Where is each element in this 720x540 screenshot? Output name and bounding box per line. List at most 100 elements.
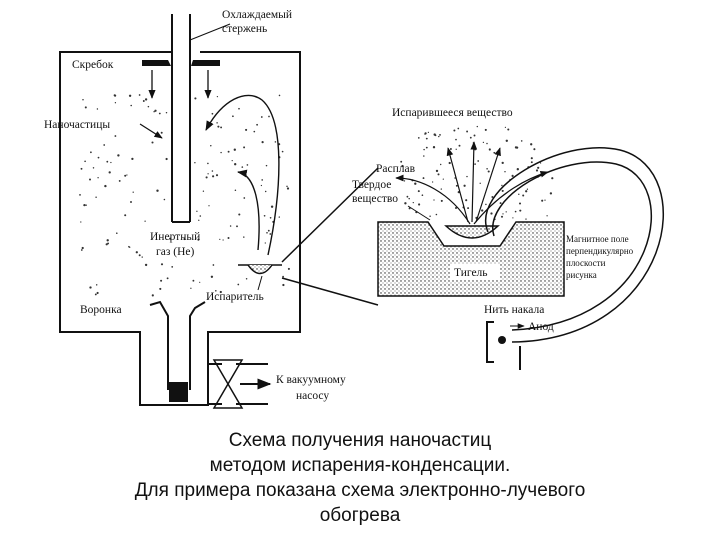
particle-dot — [194, 162, 196, 164]
particle-dot — [210, 145, 212, 147]
particle-dot — [106, 239, 109, 242]
particle-dot — [205, 176, 208, 179]
particle-dot — [418, 203, 421, 206]
evaporator-leader-line — [257, 275, 263, 291]
label-evaporated: Испарившееся вещество — [392, 107, 513, 119]
label-magnetic-field-2: перпендикулярно — [566, 246, 634, 256]
particle-dot — [196, 210, 198, 212]
particle-dot — [220, 126, 223, 129]
particle-dot — [219, 290, 222, 294]
particle-dot — [227, 150, 230, 153]
particle-dot — [502, 213, 504, 215]
particle-dot — [412, 201, 414, 204]
particle-dot — [165, 157, 168, 161]
particle-dot — [439, 134, 441, 136]
particle-dot — [264, 242, 266, 244]
particle-dot — [423, 155, 425, 157]
zoom-leader-lines — [281, 167, 379, 306]
particle-dot — [216, 95, 219, 98]
particle-dot — [165, 111, 168, 114]
particle-dot — [118, 179, 121, 182]
particle-dot — [199, 281, 201, 283]
particle-dot — [80, 167, 83, 170]
particle-dot — [96, 108, 99, 110]
particle-dot — [417, 137, 420, 139]
particle-dot — [408, 197, 410, 200]
collector-plug — [169, 382, 188, 402]
particle-dot — [437, 173, 440, 176]
label-vacuum-pump-2: насосу — [296, 390, 329, 402]
label-cooled-rod: Охлаждаемый — [222, 9, 292, 21]
particle-dot — [132, 191, 134, 193]
particle-dot — [266, 231, 268, 234]
particle-dot — [104, 184, 107, 188]
particle-dot — [270, 205, 274, 208]
gas-flow-arrow-up — [205, 94, 280, 256]
particle-dot — [211, 170, 214, 172]
caption: Схема получения наночастиц методом испар… — [40, 428, 680, 528]
particle-dot — [163, 198, 166, 201]
particle-dot — [404, 202, 407, 205]
particle-dot — [83, 204, 86, 207]
particle-dot — [424, 133, 426, 135]
particle-dot — [79, 194, 81, 196]
particle-dot — [440, 188, 442, 190]
particle-dot — [518, 202, 522, 205]
particle-dot — [520, 140, 523, 142]
particle-dot — [80, 249, 83, 251]
particle-dot — [95, 284, 98, 286]
particle-dot — [511, 174, 514, 177]
particle-dot — [499, 202, 502, 205]
particle-dot — [476, 125, 478, 128]
particle-dot — [84, 160, 86, 163]
particle-dot — [144, 220, 146, 222]
chamber — [59, 51, 301, 406]
particle-dot — [80, 221, 82, 223]
particle-dot — [192, 279, 195, 282]
anode-left-bracket — [486, 321, 494, 363]
particle-dot — [505, 139, 508, 142]
pump-pipe — [208, 363, 268, 405]
particle-dot — [151, 141, 154, 144]
electron-beam — [485, 147, 664, 343]
label-cooled-rod-2: стержень — [222, 23, 267, 35]
particle-dot — [166, 277, 169, 280]
particle-dot — [95, 196, 97, 198]
particle-dot — [190, 287, 192, 289]
particle-dot — [269, 216, 272, 219]
particle-dot — [440, 199, 443, 202]
particle-dot — [278, 94, 281, 97]
particle-dot — [128, 94, 132, 97]
particle-dot — [183, 238, 186, 241]
particle-dot — [400, 160, 403, 163]
particle-dot — [160, 279, 163, 282]
particle-dot — [222, 239, 224, 241]
particle-dot — [241, 166, 244, 168]
particle-dot — [138, 94, 141, 96]
particle-dot — [488, 148, 491, 151]
particle-dot — [124, 214, 127, 217]
particle-dot — [169, 237, 172, 240]
particle-dot — [144, 98, 148, 101]
particle-dot — [281, 150, 284, 153]
scraper-down-arrows — [148, 70, 212, 99]
particle-dot — [514, 146, 518, 149]
particle-dot — [97, 177, 99, 179]
particle-dot — [427, 131, 430, 134]
particle-dot — [234, 189, 237, 192]
label-vacuum-pump: К вакуумному — [276, 374, 346, 386]
particle-dot — [403, 180, 406, 182]
particle-dot — [467, 207, 470, 210]
particle-dot — [406, 195, 409, 198]
particle-dot — [88, 178, 92, 181]
funnel — [149, 300, 206, 390]
label-magnetic-field: Магнитное поле — [566, 234, 629, 244]
label-magnetic-field-3: плоскости — [566, 258, 606, 268]
particle-dot — [220, 151, 222, 154]
label-melt: Расплав — [376, 163, 416, 175]
particle-dot — [238, 107, 240, 110]
particle-dot — [507, 128, 510, 131]
particle-dot — [546, 215, 548, 217]
particle-dot — [466, 130, 469, 133]
particle-dot — [473, 134, 476, 137]
